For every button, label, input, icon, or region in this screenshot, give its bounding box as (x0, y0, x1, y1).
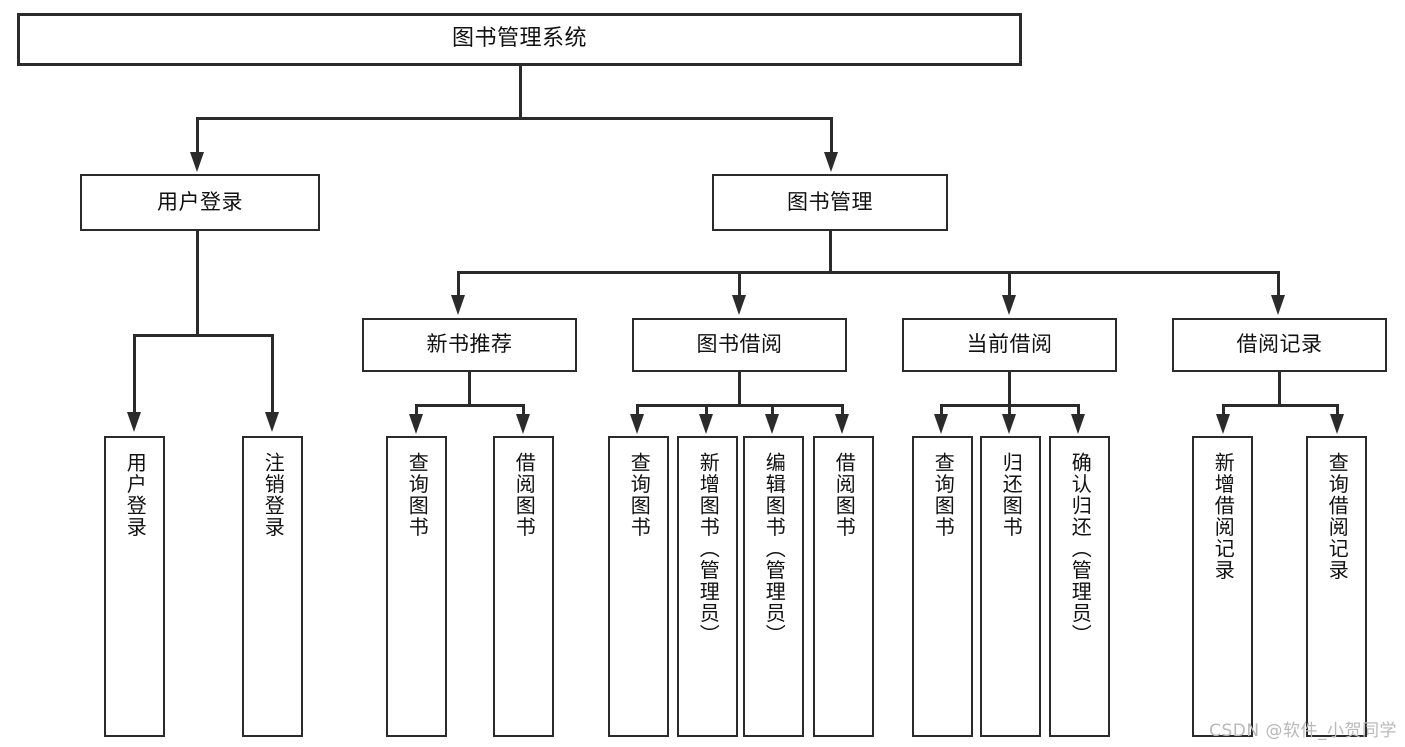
node-label: 用户登录 (123, 452, 148, 538)
node-label: 新书推荐 (426, 332, 513, 357)
arrow-borrow-record-child-2 (1330, 414, 1344, 434)
connector-root-to-book-manage (830, 117, 833, 154)
connector-book-manage-child-4 (1277, 271, 1280, 297)
connector-book-borrow-stem (738, 372, 741, 406)
arrow-user-login-child-1 (127, 412, 141, 432)
node-label: 当前借阅 (966, 332, 1053, 357)
node-label: 查询借阅记录 (1325, 452, 1350, 581)
arrow-root-to-book-manage (824, 152, 838, 172)
connector-current-borrow-child-3 (1077, 404, 1080, 416)
arrow-book-manage-child-3 (1002, 295, 1016, 315)
connector-book-borrow-child-1 (636, 404, 639, 416)
leaf-current-borrow-query[interactable]: 查询图书 (912, 436, 973, 737)
connector-book-manage-bar (457, 271, 1279, 274)
connector-borrow-record-child-2 (1336, 404, 1339, 416)
leaf-new-book-query[interactable]: 查询图书 (386, 436, 447, 737)
connector-book-manage-stem (829, 231, 832, 274)
leaf-book-borrow-edit[interactable]: 编辑图书（管理员） (743, 436, 804, 737)
connector-book-manage-child-1 (457, 271, 460, 297)
arrow-borrow-record-child-1 (1216, 414, 1230, 434)
connector-new-book-child-2 (522, 404, 525, 416)
arrow-new-book-child-1 (409, 414, 423, 434)
arrow-book-manage-child-4 (1271, 295, 1285, 315)
arrow-current-borrow-child-1 (934, 414, 948, 434)
node-label: 借阅记录 (1236, 332, 1323, 357)
connector-book-manage-child-3 (1008, 271, 1011, 297)
leaf-book-borrow-add[interactable]: 新增图书（管理员） (677, 436, 738, 737)
connector-current-borrow-child-2 (1008, 404, 1011, 416)
connector-book-borrow-child-4 (841, 404, 844, 416)
connector-new-book-child-1 (415, 404, 418, 416)
connector-book-borrow-bar (636, 404, 844, 407)
arrow-book-borrow-child-1 (630, 414, 644, 434)
connector-root-to-user-login (196, 117, 199, 154)
node-book-borrow[interactable]: 图书借阅 (632, 318, 847, 372)
connector-user-login-bar (133, 334, 274, 337)
connector-borrow-record-stem (1278, 372, 1281, 406)
node-label: 借阅图书 (832, 452, 857, 538)
connector-new-book-stem (468, 372, 471, 406)
connector-root-bar (196, 117, 833, 120)
node-current-borrow[interactable]: 当前借阅 (902, 318, 1117, 372)
arrow-root-to-user-login (190, 152, 204, 172)
node-label: 用户登录 (157, 189, 243, 214)
node-label: 图书借阅 (696, 332, 783, 357)
arrow-book-borrow-child-2 (699, 414, 713, 434)
connector-root-stem (519, 66, 522, 119)
connector-borrow-record-bar (1222, 404, 1339, 407)
node-user-login[interactable]: 用户登录 (80, 174, 320, 231)
node-label: 图书管理系统 (451, 26, 587, 52)
node-label: 图书管理 (787, 189, 873, 214)
node-label: 确认归还（管理员） (1068, 452, 1093, 646)
leaf-book-borrow-borrow[interactable]: 借阅图书 (813, 436, 874, 737)
arrow-book-manage-child-2 (732, 295, 746, 315)
leaf-borrow-record-add[interactable]: 新增借阅记录 (1192, 436, 1253, 737)
node-label: 新增借阅记录 (1211, 452, 1236, 581)
connector-current-borrow-stem (1008, 372, 1011, 406)
connector-user-login-stem (196, 231, 199, 336)
node-borrow-record[interactable]: 借阅记录 (1172, 318, 1387, 372)
connector-new-book-bar (415, 404, 525, 407)
leaf-user-login-login[interactable]: 用户登录 (104, 436, 165, 737)
node-label: 查询图书 (931, 452, 956, 538)
arrow-current-borrow-child-3 (1071, 414, 1085, 434)
node-label: 新增图书（管理员） (696, 452, 721, 646)
connector-user-login-child-1 (133, 334, 136, 414)
leaf-book-borrow-query[interactable]: 查询图书 (608, 436, 669, 737)
node-label: 查询图书 (405, 452, 430, 538)
arrow-book-borrow-child-4 (835, 414, 849, 434)
connector-user-login-child-2 (271, 334, 274, 414)
arrow-user-login-child-2 (265, 412, 279, 432)
arrow-current-borrow-child-2 (1002, 414, 1016, 434)
connector-book-borrow-child-2 (705, 404, 708, 416)
arrow-new-book-child-2 (516, 414, 530, 434)
leaf-borrow-record-query[interactable]: 查询借阅记录 (1306, 436, 1367, 737)
node-label: 编辑图书（管理员） (762, 452, 787, 646)
node-new-book-recommend[interactable]: 新书推荐 (362, 318, 577, 372)
arrow-book-manage-child-1 (451, 295, 465, 315)
connector-current-borrow-child-1 (940, 404, 943, 416)
arrow-book-borrow-child-3 (765, 414, 779, 434)
leaf-user-login-logout[interactable]: 注销登录 (242, 436, 303, 737)
node-label: 注销登录 (261, 452, 286, 538)
connector-book-manage-child-2 (738, 271, 741, 297)
leaf-current-borrow-return[interactable]: 归还图书 (980, 436, 1041, 737)
node-label: 归还图书 (999, 452, 1024, 538)
connector-borrow-record-child-1 (1222, 404, 1225, 416)
node-book-management[interactable]: 图书管理 (712, 174, 948, 231)
leaf-current-borrow-confirm-return[interactable]: 确认归还（管理员） (1049, 436, 1110, 737)
leaf-new-book-borrow[interactable]: 借阅图书 (493, 436, 554, 737)
node-label: 借阅图书 (512, 452, 537, 538)
node-label: 查询图书 (627, 452, 652, 538)
node-root-system[interactable]: 图书管理系统 (17, 13, 1022, 66)
connector-book-borrow-child-3 (771, 404, 774, 416)
